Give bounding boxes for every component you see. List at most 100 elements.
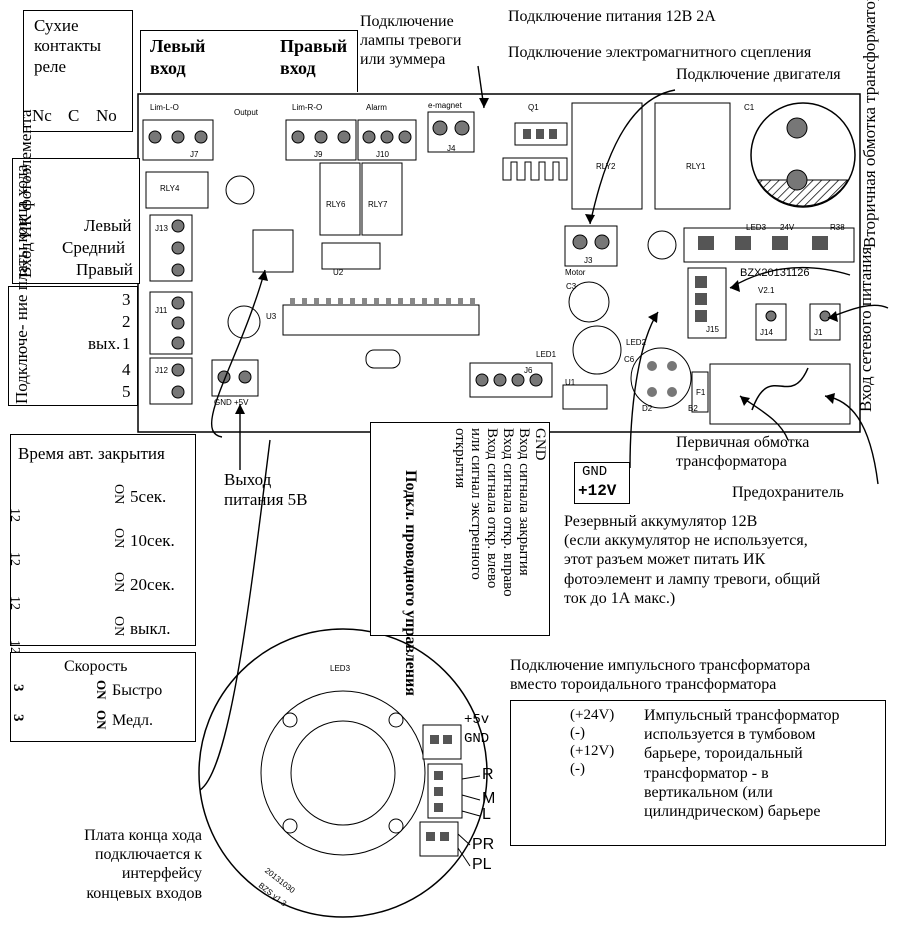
gnd-12v-box [574, 462, 630, 504]
mains-input-label: Вход сетевого питания [856, 246, 875, 412]
disk-pr-label: PR [472, 836, 495, 853]
speed-row1-on: ON [94, 680, 109, 700]
speed-row1-left: 3 [10, 684, 26, 692]
terminal-j11 [149, 291, 193, 355]
pcb-model: BZX20131126 [740, 267, 810, 279]
pcb-j7: J7 [190, 150, 199, 159]
pcb-b2: B2 [688, 404, 698, 413]
limit-pin-1: 1 [122, 334, 131, 353]
relay-contacts-box [23, 10, 133, 132]
pcb-rly7: RLY7 [368, 200, 388, 209]
capacitor-c6 [572, 325, 622, 375]
pulse-title: Подключение импульсного трансформатора в… [510, 657, 811, 694]
alarm-lamp-label: Подключение лампы тревоги или зуммера [360, 13, 462, 69]
wired-control-box [370, 422, 550, 636]
wired-line-close: Вход сигнала закрытия [516, 428, 532, 576]
pcb-led3: LED3 [746, 223, 767, 232]
battery-label: Резервный аккумулятор 12В (если аккумуля… [564, 513, 821, 607]
ir-middle: Средний [62, 238, 126, 257]
relay-no-label: No [96, 106, 117, 125]
pcb-lim-l: Lim-L-O [150, 103, 179, 112]
pcb-r38: R38 [830, 223, 845, 232]
limit-pin-5: 5 [122, 382, 131, 401]
fuse-holder [709, 363, 851, 425]
limit-pin-4: 4 [122, 360, 131, 379]
pcb-version: V2.1 [758, 286, 775, 295]
autoclose-row2-on: ON [111, 528, 126, 549]
relay-rly1 [654, 102, 731, 210]
limit-pin-3: 3 [122, 290, 131, 309]
pcb-c3: C3 [566, 282, 577, 291]
pcb-motor: Motor [565, 268, 586, 277]
disk-pl-label: PL [472, 856, 492, 873]
left-input-label: Левый вход [150, 36, 206, 78]
pcb-24v: 24V [780, 223, 795, 232]
wired-line-opening: открытия [452, 428, 468, 489]
pcb-u2: U2 [333, 268, 344, 277]
relay-rly4 [145, 171, 209, 209]
speed-box [10, 652, 196, 742]
pcb-f1: F1 [696, 388, 706, 397]
terminal-j1 [809, 303, 841, 341]
limit-board-note: Плата конца хода подключается к интерфей… [84, 827, 202, 902]
gnd-label: GND [582, 464, 608, 480]
pulse-desc: Импульсный трансформатор используется в … [644, 707, 840, 820]
disk-l-label: L [482, 806, 491, 823]
bridge-b2 [630, 347, 692, 409]
limit-board-title: Подключе- ние платы конца хода [12, 164, 31, 404]
relay-contacts-title: Сухие контакты реле [34, 16, 102, 76]
fuse-label: Предохранитель [732, 484, 844, 501]
limit-inputs-box [140, 30, 358, 92]
autoclose-title: Время авт. закрытия [18, 444, 165, 463]
pulse-box [510, 700, 886, 846]
autoclose-row4-on: ON [111, 616, 126, 637]
pcb-j1: J1 [814, 328, 823, 337]
pcb-d2: D2 [642, 404, 653, 413]
autoclose-row3-left: 12 [7, 596, 22, 610]
pulse-pin-12v: (+12V) [570, 743, 615, 759]
terminal-j13 [149, 214, 193, 282]
wired-line-open-left: Вход сигнала откр. влево [484, 428, 500, 589]
terminal-j14 [755, 303, 787, 341]
disk-led3: LED3 [330, 664, 351, 673]
limit-pin-2: 2 [122, 312, 131, 331]
wired-control-title: Подкл. проводного управления [402, 470, 419, 696]
terminal-j12 [149, 357, 193, 405]
pulse-pin-minus2: (-) [570, 761, 585, 777]
autoclose-row4-label: выкл. [130, 619, 171, 638]
autoclose-row1-left: 12 [7, 508, 22, 522]
pcb-gnd-5v: GND +5V [214, 398, 249, 407]
magnet-label: Подключение электромагнитного сцепления [508, 44, 812, 61]
terminal-lim-l [142, 119, 214, 161]
autoclose-row1-label: 5сек. [130, 487, 167, 506]
pcb-j3: J3 [584, 256, 593, 265]
pcb-j11: J11 [155, 306, 168, 315]
out-5v-label: Выход питания 5В [224, 470, 308, 510]
pcb-u1: U1 [565, 378, 576, 387]
pcb-q1: Q1 [528, 103, 539, 112]
pulse-pin-24v: (+24V) [570, 707, 615, 723]
relay-rly7 [361, 162, 403, 236]
wired-line-gnd: GND [532, 428, 548, 461]
fuse-f1 [691, 371, 709, 413]
speed-row1-label: Быстро [112, 682, 163, 699]
pcb-c1: C1 [744, 103, 755, 112]
pcb-rly2: RLY2 [596, 162, 616, 171]
ir-left: Левый [84, 216, 132, 235]
autoclose-row2-label: 10сек. [130, 531, 175, 550]
pcb-led2: LED2 [626, 338, 647, 347]
pcb-j14: J14 [760, 328, 773, 337]
primary-winding-label: Первичная обмотка трансформатора [676, 434, 810, 471]
wired-line-emergency: или сигнал экстренного [468, 428, 484, 580]
terminal-alarm [357, 119, 417, 161]
pcb-j10: J10 [376, 150, 389, 159]
v12-label: +12V [578, 482, 617, 500]
pcb-j4: J4 [447, 144, 456, 153]
right-input-label: Правый вход [280, 36, 348, 78]
chip-u3 [282, 304, 480, 336]
disk-pins [426, 735, 452, 841]
limit-board-disk [198, 628, 488, 918]
pcb-rly1: RLY1 [686, 162, 706, 171]
ir-box [12, 158, 140, 284]
